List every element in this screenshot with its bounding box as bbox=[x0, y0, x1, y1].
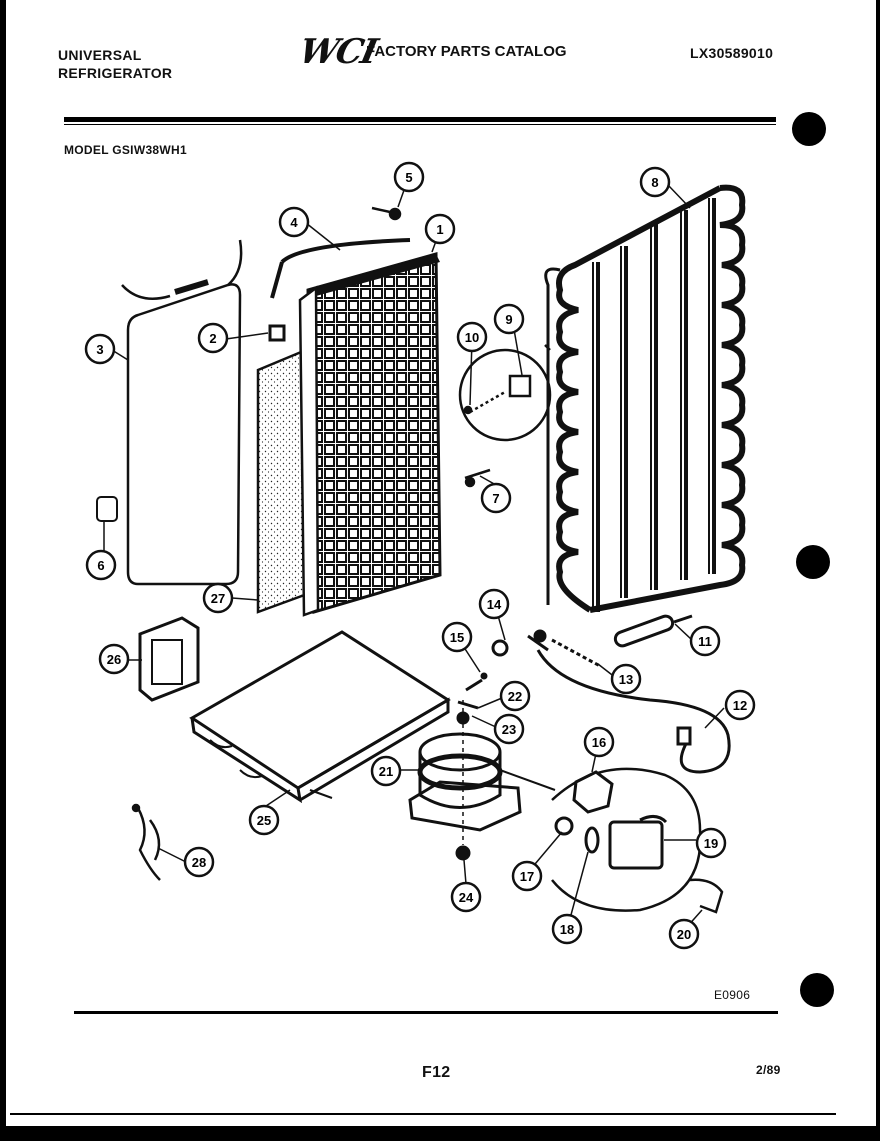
svg-text:6: 6 bbox=[97, 558, 104, 573]
header-rule-thin bbox=[64, 124, 776, 125]
callout-1: 1 bbox=[424, 213, 456, 245]
svg-text:4: 4 bbox=[290, 215, 298, 230]
svg-text:20: 20 bbox=[677, 927, 691, 942]
compressor-part bbox=[408, 700, 556, 861]
scan-left-edge bbox=[0, 0, 6, 1141]
catalog-number: LX30589010 bbox=[690, 45, 774, 61]
callout-14: 14 bbox=[478, 588, 510, 620]
callout-15: 15 bbox=[441, 621, 473, 653]
svg-text:8: 8 bbox=[651, 175, 658, 190]
brand-line-1: UNIVERSAL bbox=[58, 47, 142, 63]
clip-detail-inset bbox=[458, 344, 552, 442]
svg-text:16: 16 bbox=[592, 735, 606, 750]
callout-9: 9 bbox=[493, 303, 525, 335]
svg-text:13: 13 bbox=[619, 672, 633, 687]
svg-text:24: 24 bbox=[459, 890, 474, 905]
callout-18: 18 bbox=[551, 913, 583, 945]
catalog-title: FACTORY PARTS CATALOG bbox=[366, 43, 567, 60]
callout-8: 8 bbox=[639, 166, 671, 198]
svg-text:23: 23 bbox=[502, 722, 516, 737]
binder-hole-top bbox=[792, 112, 826, 146]
svg-text:27: 27 bbox=[211, 591, 225, 606]
bracket-part bbox=[138, 616, 200, 702]
footer-rule bbox=[74, 1011, 778, 1014]
header-rule-thick bbox=[64, 117, 776, 122]
power-cord-part bbox=[527, 629, 731, 774]
svg-text:11: 11 bbox=[698, 634, 712, 649]
callout-11: 11 bbox=[689, 625, 721, 657]
callout-3: 3 bbox=[84, 333, 116, 365]
binder-hole-middle bbox=[796, 545, 830, 579]
callout-19: 19 bbox=[695, 827, 727, 859]
catalog-date: 2/89 bbox=[756, 1063, 781, 1077]
scan-right-edge bbox=[876, 0, 880, 1141]
svg-text:5: 5 bbox=[405, 170, 412, 185]
svg-text:7: 7 bbox=[492, 491, 499, 506]
callout-bubbles: 1 2 3 4 5 6 7 8 9 10 11 12 13 14 15 16 1… bbox=[84, 161, 756, 950]
callout-10: 10 bbox=[456, 321, 488, 353]
callout-20: 20 bbox=[668, 918, 700, 950]
svg-text:19: 19 bbox=[704, 836, 718, 851]
callout-27: 27 bbox=[202, 582, 234, 614]
callout-5: 5 bbox=[393, 161, 425, 193]
svg-text:9: 9 bbox=[505, 312, 512, 327]
callout-6: 6 bbox=[85, 549, 117, 581]
wire-harness-part bbox=[131, 803, 161, 881]
svg-text:14: 14 bbox=[487, 597, 502, 612]
callout-23: 23 bbox=[493, 713, 525, 745]
svg-text:22: 22 bbox=[508, 689, 522, 704]
misc-fasteners bbox=[457, 639, 509, 710]
base-pan-part bbox=[189, 630, 451, 804]
model-label: MODEL GSIW38WH1 bbox=[64, 143, 187, 157]
evaporator-part bbox=[298, 252, 442, 617]
svg-text:10: 10 bbox=[465, 330, 479, 345]
svg-text:12: 12 bbox=[733, 698, 747, 713]
callout-13: 13 bbox=[610, 663, 642, 695]
svg-text:2: 2 bbox=[209, 331, 216, 346]
callout-4: 4 bbox=[278, 206, 310, 238]
callout-25: 25 bbox=[248, 804, 280, 836]
bottom-rule bbox=[10, 1113, 836, 1115]
drier-part bbox=[613, 614, 693, 648]
svg-text:21: 21 bbox=[379, 764, 393, 779]
diagram-code: E0906 bbox=[714, 988, 751, 1002]
svg-text:3: 3 bbox=[96, 342, 103, 357]
callout-12: 12 bbox=[724, 689, 756, 721]
evaporator-small-parts bbox=[268, 206, 491, 488]
heater-loop-part bbox=[96, 239, 243, 586]
callout-28: 28 bbox=[183, 846, 215, 878]
binder-hole-bottom bbox=[800, 973, 834, 1007]
brand-line-2: REFRIGERATOR bbox=[58, 65, 173, 81]
callout-26: 26 bbox=[98, 643, 130, 675]
svg-text:26: 26 bbox=[107, 652, 121, 667]
callout-17: 17 bbox=[511, 860, 543, 892]
svg-text:25: 25 bbox=[257, 813, 271, 828]
svg-text:17: 17 bbox=[520, 869, 534, 884]
callout-22: 22 bbox=[499, 680, 531, 712]
page-number: F12 bbox=[422, 1064, 451, 1081]
callout-24: 24 bbox=[450, 881, 482, 913]
electrical-inset bbox=[551, 767, 724, 914]
callout-16: 16 bbox=[583, 726, 615, 758]
condenser-part bbox=[544, 184, 746, 613]
svg-text:18: 18 bbox=[560, 922, 574, 937]
callout-7: 7 bbox=[480, 482, 512, 514]
scan-bottom-edge bbox=[0, 1126, 880, 1141]
svg-text:28: 28 bbox=[192, 855, 206, 870]
svg-text:15: 15 bbox=[450, 630, 464, 645]
callout-2: 2 bbox=[197, 322, 229, 354]
callout-21: 21 bbox=[370, 755, 402, 787]
svg-text:1: 1 bbox=[436, 222, 443, 237]
